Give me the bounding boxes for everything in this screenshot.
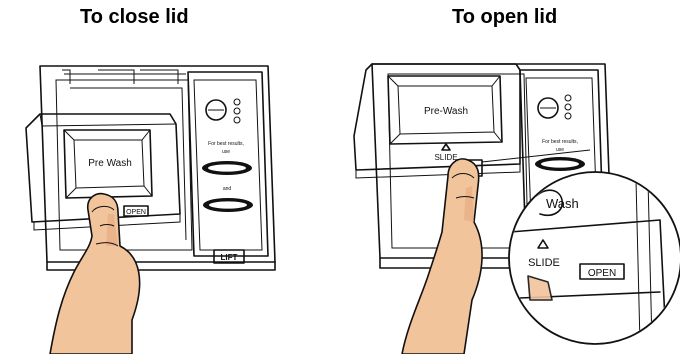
detergent-logo xyxy=(202,161,252,175)
open-tag-label: OPEN xyxy=(126,209,146,216)
slide-label: SLIDE xyxy=(434,153,457,162)
use-text: use xyxy=(222,149,230,155)
zoom-detail: Wash SLIDE OPEN xyxy=(509,172,680,344)
open-lid-illustration: For best results, use and Pre-Wash SLIDE xyxy=(354,64,680,354)
wash-zoom-label: Wash xyxy=(546,196,579,211)
best-results-open-text: For best results, xyxy=(542,139,578,145)
hand-open-icon xyxy=(402,159,482,354)
pre-wash-open-label: Pre-Wash xyxy=(424,106,468,117)
detergent-logo-open xyxy=(535,157,585,171)
open-zoom-tag: OPEN xyxy=(588,268,616,279)
slide-arrow-icon xyxy=(442,144,450,150)
pre-wash-label: Pre Wash xyxy=(88,158,132,169)
close-lid-illustration: For best results, use and LIFT Pre Wash xyxy=(26,66,275,354)
and-text: and xyxy=(223,186,232,192)
lift-label: LIFT xyxy=(221,253,238,262)
rinse-aid-logo xyxy=(203,198,253,212)
slide-zoom-label: SLIDE xyxy=(528,257,560,269)
best-results-text: For best results, xyxy=(208,141,244,147)
use-open-text: use xyxy=(556,147,564,153)
